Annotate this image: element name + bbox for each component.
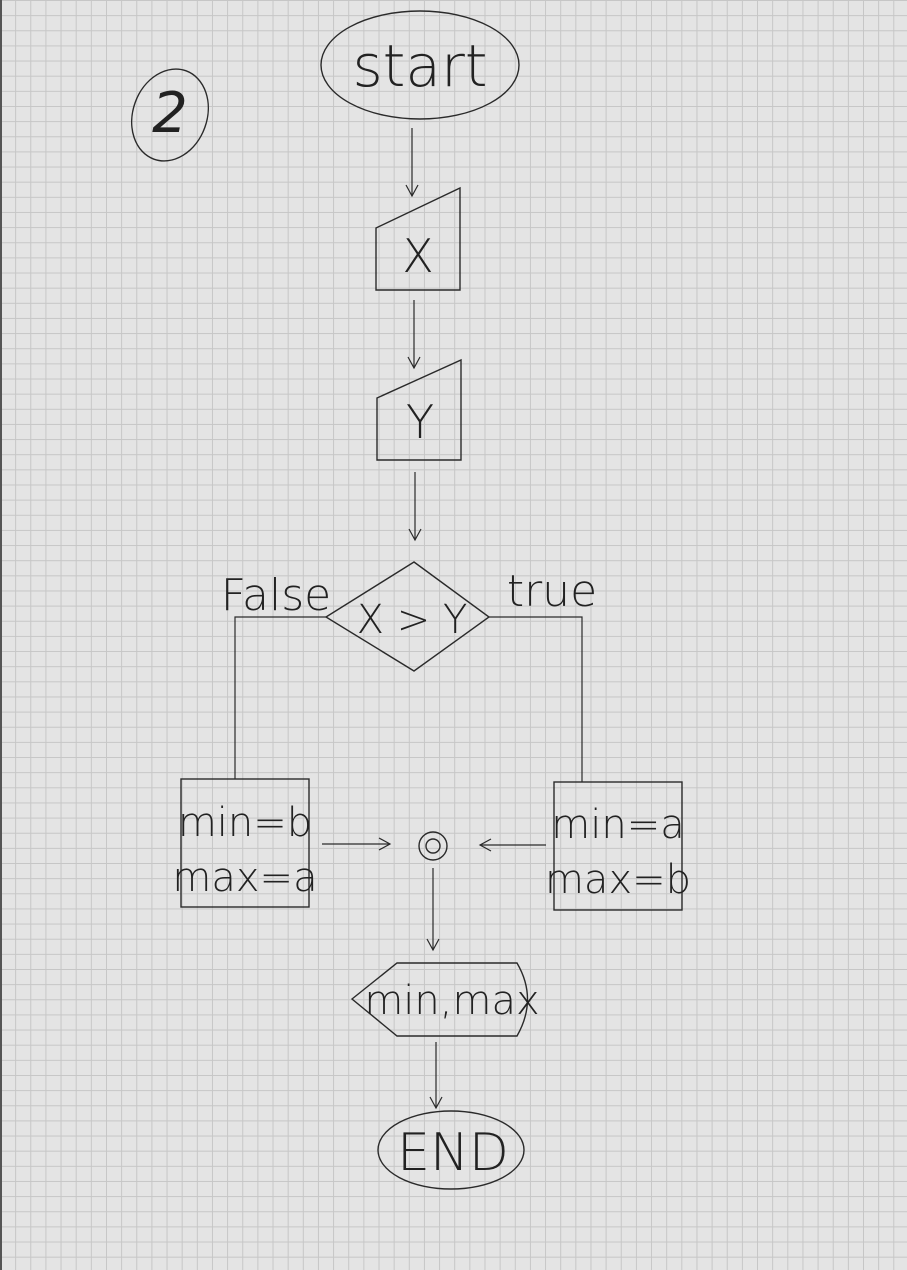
true-box-line1: min=a	[551, 802, 684, 848]
decision-node: X > Y	[324, 561, 491, 672]
input-y-label: Y	[406, 395, 434, 449]
end-label: END	[397, 1123, 509, 1183]
true-process-rect	[553, 781, 683, 911]
connector-inner-circle	[425, 838, 441, 854]
number-circle	[130, 68, 210, 162]
true-box-line2: max=b	[545, 857, 691, 903]
input-y-node: Y	[376, 358, 462, 461]
connector-outer-circle	[418, 831, 448, 861]
decision-label: X > Y	[357, 597, 468, 643]
end-ellipse	[377, 1110, 525, 1190]
page-number: 2	[152, 81, 188, 146]
false-branch-line	[234, 616, 326, 779]
merge-connector	[418, 831, 448, 861]
false-branch-label: False	[221, 570, 331, 621]
false-process-rect	[180, 778, 310, 908]
input-x-label: X	[402, 229, 434, 283]
end-terminal: END	[377, 1110, 525, 1190]
output-node: min,max	[350, 962, 540, 1037]
start-ellipse	[320, 10, 520, 120]
true-process-box: min=a max=b	[545, 781, 691, 911]
output-label: min,max	[364, 978, 539, 1024]
start-terminal: start	[320, 10, 520, 120]
true-branch-label: true	[507, 566, 597, 617]
input-y-shape	[376, 358, 462, 461]
start-label: start	[352, 32, 487, 100]
true-branch-line	[489, 616, 583, 782]
page-number-badge: 2	[130, 68, 210, 162]
false-process-box: min=b max=a	[172, 778, 318, 908]
input-x-shape	[375, 186, 461, 291]
input-x-node: X	[375, 186, 461, 291]
page-margin-line	[0, 0, 2, 1270]
output-shape	[350, 962, 529, 1037]
false-box-line1: min=b	[178, 800, 312, 846]
decision-diamond	[324, 561, 491, 672]
false-box-line2: max=a	[172, 855, 317, 901]
